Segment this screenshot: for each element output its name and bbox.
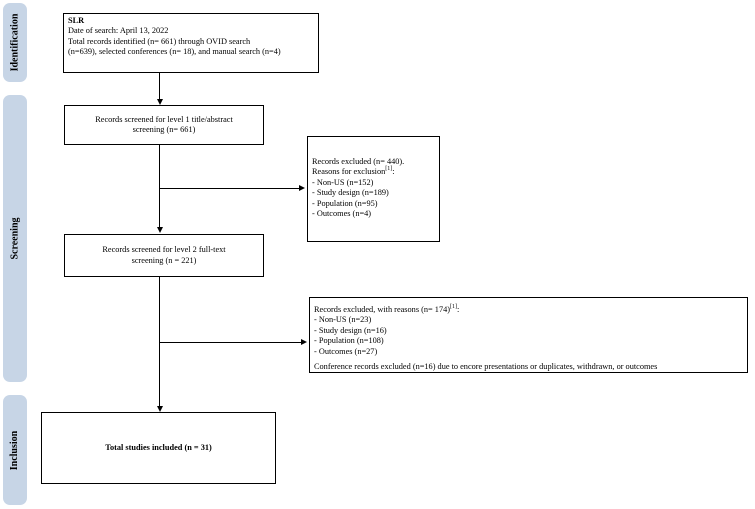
excluded1-box: Records excluded (n= 440). Reasons for e… xyxy=(307,136,440,242)
list-item: - Outcomes (n=4) xyxy=(312,209,372,219)
stage-label-identification-text: Identification xyxy=(9,13,21,72)
slr-title: SLR xyxy=(68,16,85,25)
included-box: Total studies included (n = 31) xyxy=(41,412,276,484)
connector-excluded1 xyxy=(159,188,299,189)
arrowhead-level2 xyxy=(157,227,163,233)
slr-sources: (n=639), selected conferences (n= 18), a… xyxy=(68,47,281,57)
excluded1-reasons-list: - Non-US (n=152) - Study design (n=189) … xyxy=(312,178,435,220)
connector-excluded2 xyxy=(159,342,301,343)
excluded2-heading: Records excluded, with reasons (n= 174)[… xyxy=(314,304,743,315)
level2-screening-box: Records screened for level 2 full-text s… xyxy=(64,234,264,277)
list-item: - Non-US (n=23) xyxy=(314,315,372,325)
level1-line2: screening (n= 661) xyxy=(132,125,196,134)
slr-total: Total records identified (n= 661) throug… xyxy=(68,36,251,46)
excluded1-count: Records excluded (n= 440). xyxy=(312,157,405,166)
included-text: Total studies included (n = 31) xyxy=(105,442,212,452)
excluded2-ref: [1] xyxy=(450,304,458,311)
excluded1-reasons-suffix: : xyxy=(392,167,395,177)
stage-label-inclusion: Inclusion xyxy=(3,395,27,505)
list-item: - Non-US (n=152) xyxy=(312,177,374,187)
level2-line2: screening (n = 221) xyxy=(131,255,197,265)
excluded1-reasons-heading: Reasons for exclusion[1]: xyxy=(312,167,435,177)
excluded2-conference-note: Conference records excluded (n=16) due t… xyxy=(314,362,658,372)
level2-line1: Records screened for level 2 full-text xyxy=(102,245,226,255)
level1-screening-box: Records screened for level 1 title/abstr… xyxy=(64,105,264,145)
excluded2-reasons-list: - Non-US (n=23) - Study design (n=16) - … xyxy=(314,315,743,357)
list-item: - Study design (n=189) xyxy=(312,188,389,198)
arrowhead-excluded2 xyxy=(301,339,307,345)
list-item: - Population (n=95) xyxy=(312,198,378,208)
stage-label-screening-text: Screening xyxy=(9,217,21,260)
stage-label-identification: Identification xyxy=(3,3,27,82)
stage-label-inclusion-text: Inclusion xyxy=(9,430,21,470)
list-item: - Outcomes (n=27) xyxy=(314,346,378,356)
arrowhead-excluded1 xyxy=(299,185,305,191)
excluded2-count: Records excluded, with reasons (n= 174) xyxy=(314,305,451,314)
stage-label-screening: Screening xyxy=(3,95,27,382)
list-item: - Study design (n=16) xyxy=(314,325,387,335)
excluded2-suffix: : xyxy=(457,305,460,314)
level1-line1: Records screened for level 1 title/abstr… xyxy=(95,114,233,124)
excluded1-reasons-label: Reasons for exclusion xyxy=(312,167,386,177)
arrowhead-level1 xyxy=(157,99,163,105)
slr-box: SLR Date of search: April 13, 2022 Total… xyxy=(63,13,319,73)
connector-level1-level2 xyxy=(159,145,160,228)
arrowhead-included xyxy=(157,406,163,412)
list-item: - Population (n=108) xyxy=(314,336,384,346)
connector-slr-level1 xyxy=(159,73,160,100)
excluded1-reasons-ref: [1] xyxy=(385,166,393,173)
excluded2-box: Records excluded, with reasons (n= 174)[… xyxy=(309,297,748,373)
slr-date: Date of search: April 13, 2022 xyxy=(68,26,169,36)
